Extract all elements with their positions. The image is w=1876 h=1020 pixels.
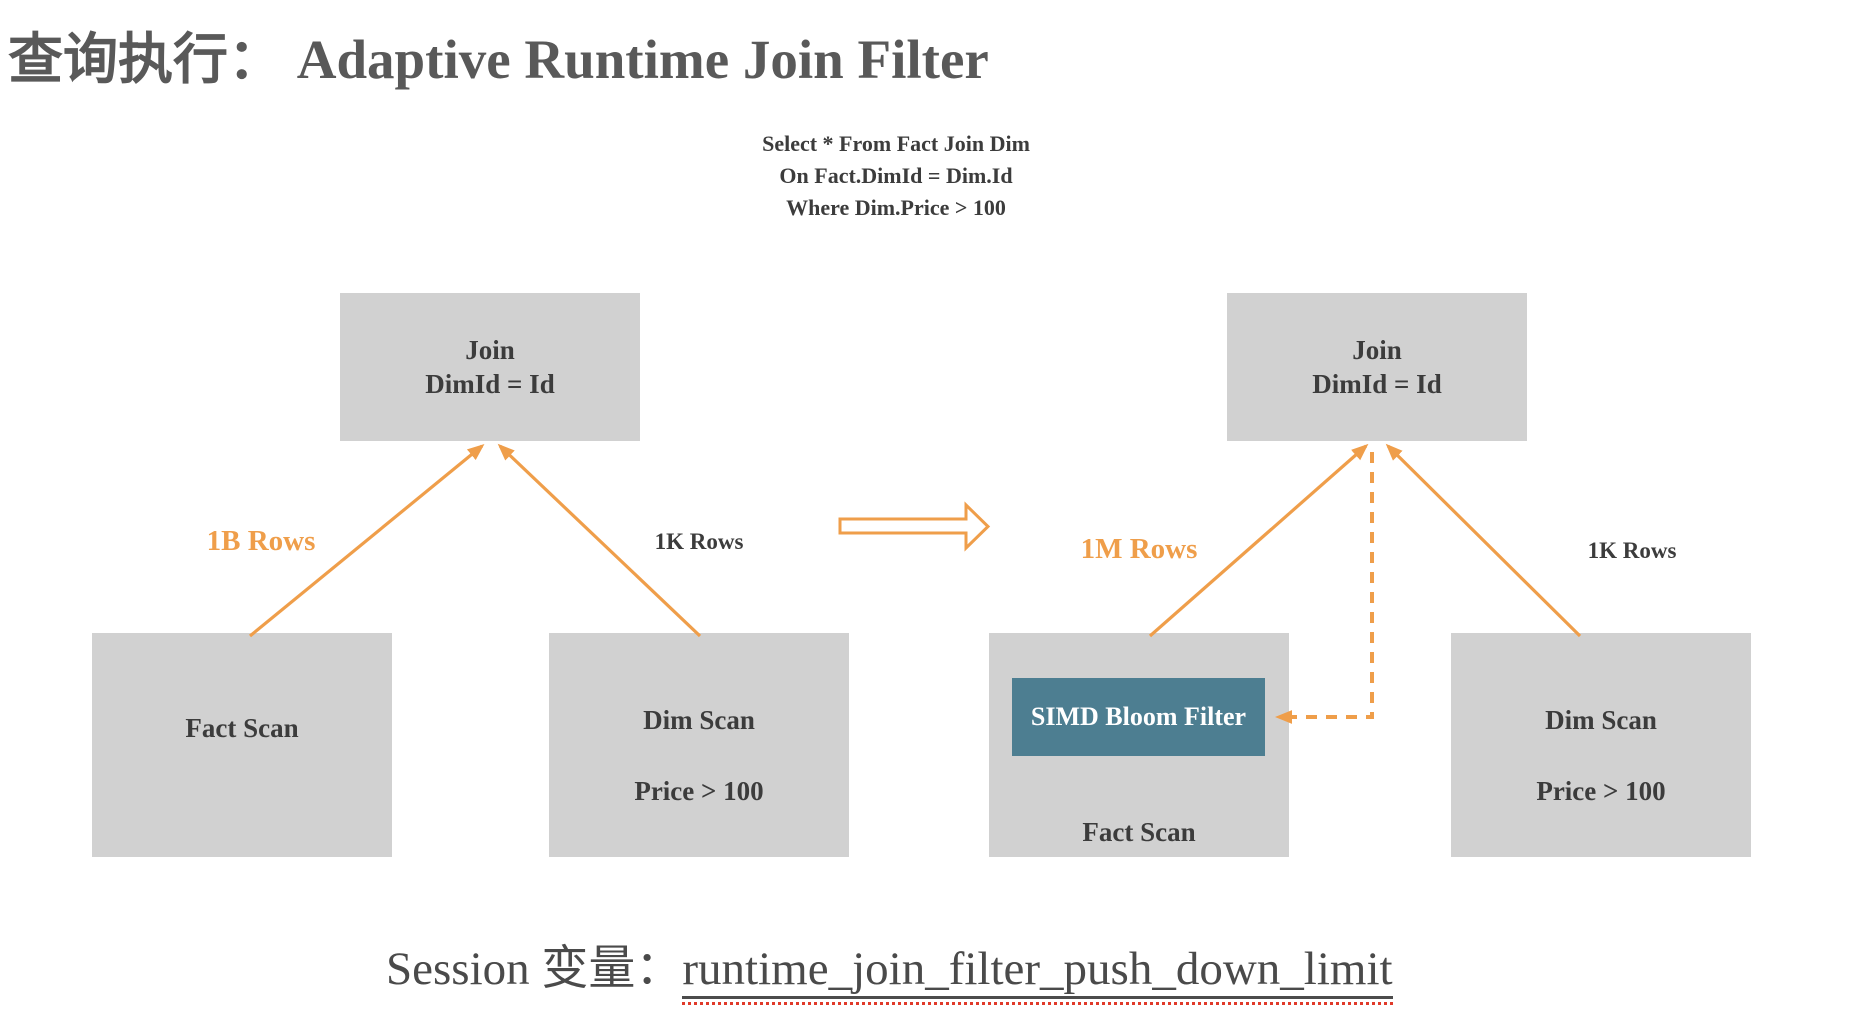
before-join-title: Join [465, 335, 515, 365]
before-dim-rows-label: 1K Rows [654, 529, 744, 554]
sql-line-3: Where Dim.Price > 100 [786, 195, 1006, 220]
after-dim-scan-label: Dim Scan [1545, 705, 1657, 735]
after-fact-rows-label: 1M Rows [1080, 533, 1198, 565]
before-dim-scan-predicate: Price > 100 [634, 776, 764, 806]
session-variable-note: Session 变量：runtime_join_filter_push_down… [386, 938, 1393, 1000]
session-variable-prefix: Session 变量： [386, 943, 683, 995]
before-dim-scan-label: Dim Scan [643, 705, 755, 735]
simd-bloom-filter-node: SIMD Bloom Filter [1012, 678, 1265, 756]
transform-arrow-icon [838, 501, 991, 552]
before-fact-scan-label: Fact Scan [185, 713, 299, 743]
session-variable-name: runtime_join_filter_push_down_limit [682, 943, 1393, 999]
before-join-condition: DimId = Id [425, 369, 555, 399]
after-fact-scan-label: Fact Scan [1082, 817, 1196, 847]
sql-line-2: On Fact.DimId = Dim.Id [779, 163, 1013, 188]
sql-query: Select * From Fact Join Dim On Fact.DimI… [646, 128, 1146, 224]
runtime-filter-pushdown-dashed-arrow-icon [1275, 452, 1374, 724]
after-join-title: Join [1352, 335, 1402, 365]
before-fact-rows-label: 1B Rows [206, 525, 316, 557]
before-join-node: Join DimId = Id [340, 293, 640, 441]
after-dim-scan-node: Dim Scan Price > 100 [1451, 633, 1751, 857]
after-dim-to-join-arrow-icon [1385, 443, 1582, 638]
after-dim-scan-predicate: Price > 100 [1536, 776, 1666, 806]
before-dim-scan-node: Dim Scan Price > 100 [549, 633, 849, 857]
sql-line-1: Select * From Fact Join Dim [762, 131, 1030, 156]
after-fact-scan-node: SIMD Bloom Filter Fact Scan [989, 633, 1289, 857]
after-dim-rows-label: 1K Rows [1587, 538, 1677, 563]
after-join-condition: DimId = Id [1312, 369, 1442, 399]
page-title: 查询执行： Adaptive Runtime Join Filter [8, 29, 989, 90]
after-join-node: Join DimId = Id [1227, 293, 1527, 441]
before-fact-scan-node: Fact Scan [92, 633, 392, 857]
